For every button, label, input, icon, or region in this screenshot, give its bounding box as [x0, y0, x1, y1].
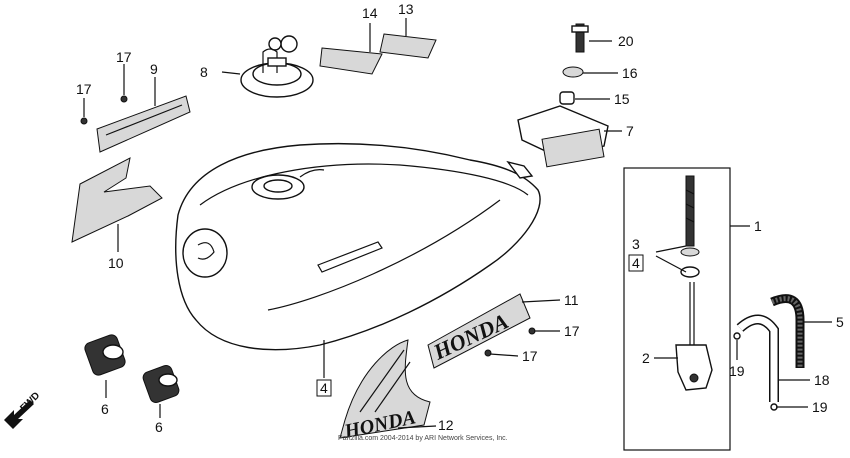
callout-1: 1	[754, 218, 762, 234]
callout-box-4-cock	[628, 254, 644, 272]
leader-lines	[83, 18, 832, 429]
knob-6-right	[142, 365, 180, 403]
callout-6-left: 6	[101, 401, 109, 417]
fuel-cap	[240, 35, 314, 98]
copyright-text: Partzilla.com 2004-2014 by ARI Network S…	[338, 435, 508, 442]
fuel-tank	[175, 143, 541, 351]
callout-4-cock: 4	[632, 255, 640, 271]
knob-6-left	[84, 334, 126, 376]
callout-19-b: 19	[812, 399, 828, 415]
callout-box-4-tank	[316, 379, 332, 397]
callout-12: 12	[438, 417, 454, 433]
callout-14: 14	[362, 5, 378, 21]
hose-5	[770, 294, 805, 368]
callout-11: 11	[564, 292, 579, 308]
mount-rubber-7	[517, 105, 609, 168]
hose-18	[736, 314, 779, 402]
honda-emblem-11: HONDA	[427, 293, 531, 369]
badge-strip-9	[96, 95, 191, 153]
honda-emblem-12: HONDA	[339, 339, 431, 443]
callout-3: 3	[632, 236, 640, 252]
callout-4-tank: 4	[320, 380, 328, 396]
callout-17-b: 17	[76, 81, 92, 97]
callout-18: 18	[814, 372, 830, 388]
callout-17-d: 17	[522, 348, 538, 364]
callout-16: 16	[622, 65, 638, 81]
emblem-11-text: HONDA	[429, 308, 512, 365]
callout-19-a: 19	[729, 363, 745, 379]
callout-17-c: 17	[564, 323, 580, 339]
callout-8: 8	[200, 64, 208, 80]
bolt-20	[571, 23, 589, 53]
callout-13: 13	[398, 1, 414, 17]
callout-5: 5	[836, 314, 844, 330]
callout-6-right: 6	[155, 419, 163, 435]
emblem-10	[71, 157, 163, 243]
decal-13	[379, 33, 437, 59]
callout-2: 2	[642, 350, 650, 366]
forward-direction-indicator: FWD	[4, 390, 42, 429]
collar-15	[559, 91, 575, 105]
callout-10: 10	[108, 255, 124, 271]
callout-20: 20	[618, 33, 634, 49]
screws-17-left	[80, 95, 128, 125]
callout-15: 15	[614, 91, 630, 107]
callout-9: 9	[150, 61, 158, 77]
decal-14	[319, 47, 383, 75]
washer-16	[562, 66, 584, 78]
callout-17-a: 17	[116, 49, 132, 65]
fuel-cock-assembly-box	[623, 167, 731, 451]
fwd-label: FWD	[18, 390, 42, 414]
callout-7: 7	[626, 123, 634, 139]
